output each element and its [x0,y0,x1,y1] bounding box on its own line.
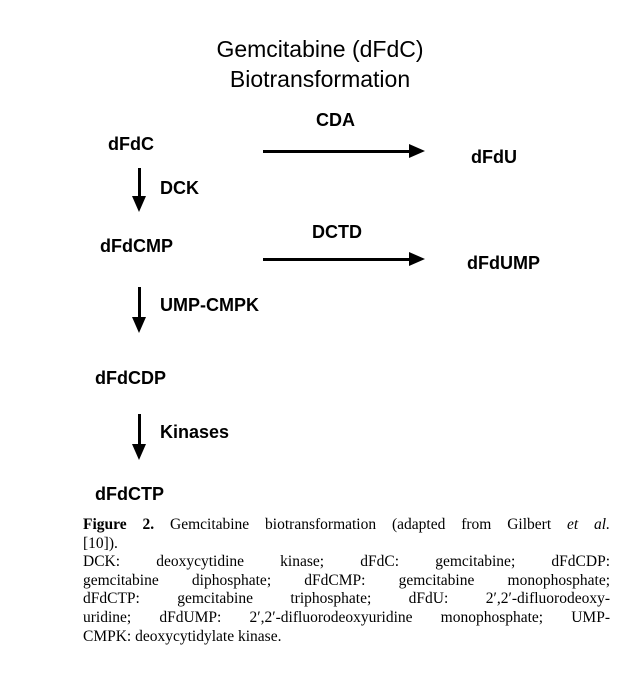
arrow-dck [132,168,146,212]
node-dfdctp: dFdCTP [95,484,164,504]
caption-title: Gemcitabine biotransformation (adapted f… [154,516,567,533]
caption-line: DCK: deoxycytidine kinase; dFdC: gemcita… [83,553,610,571]
caption-line: Figure 2. Gemcitabine biotransformation … [83,516,610,535]
figure-caption: Figure 2. Gemcitabine biotransformation … [83,516,610,646]
arrow-dctd [263,252,425,266]
arrow-kinases [132,414,146,460]
caption-line: [10]). [83,534,118,552]
node-dfdcmp: dFdCMP [100,236,173,256]
node-dfdc: dFdC [108,134,154,154]
enzyme-dctd: DCTD [312,222,362,242]
diagram-title-line2: Biotransformation [229,66,411,92]
diagram-title-line1: Gemcitabine (dFdC) [216,36,424,62]
caption-et-al: et al. [567,516,610,533]
caption-line: gemcitabine diphosphate; dFdCMP: gemcita… [83,571,610,589]
enzyme-kinases: Kinases [160,422,230,442]
enzyme-cda: CDA [316,110,355,130]
caption-line: dFdCTP: gemcitabine triphosphate; dFdU: … [83,590,610,608]
figure-label: Figure 2. [83,516,155,533]
node-dfdcdp: dFdCDP [95,368,166,388]
arrow-ump-cmpk [132,287,146,333]
node-dfdu: dFdU [471,147,517,167]
caption-line: CMPK: deoxycytidylate kinase. [83,627,282,645]
enzyme-ump-cmpk: UMP-CMPK [160,295,259,315]
caption-line: uridine; dFdUMP: 2′,2′-difluorodeoxyurid… [83,608,610,626]
enzyme-dck: DCK [160,178,199,198]
node-dfdump: dFdUMP [467,253,540,273]
arrow-cda [263,144,425,158]
